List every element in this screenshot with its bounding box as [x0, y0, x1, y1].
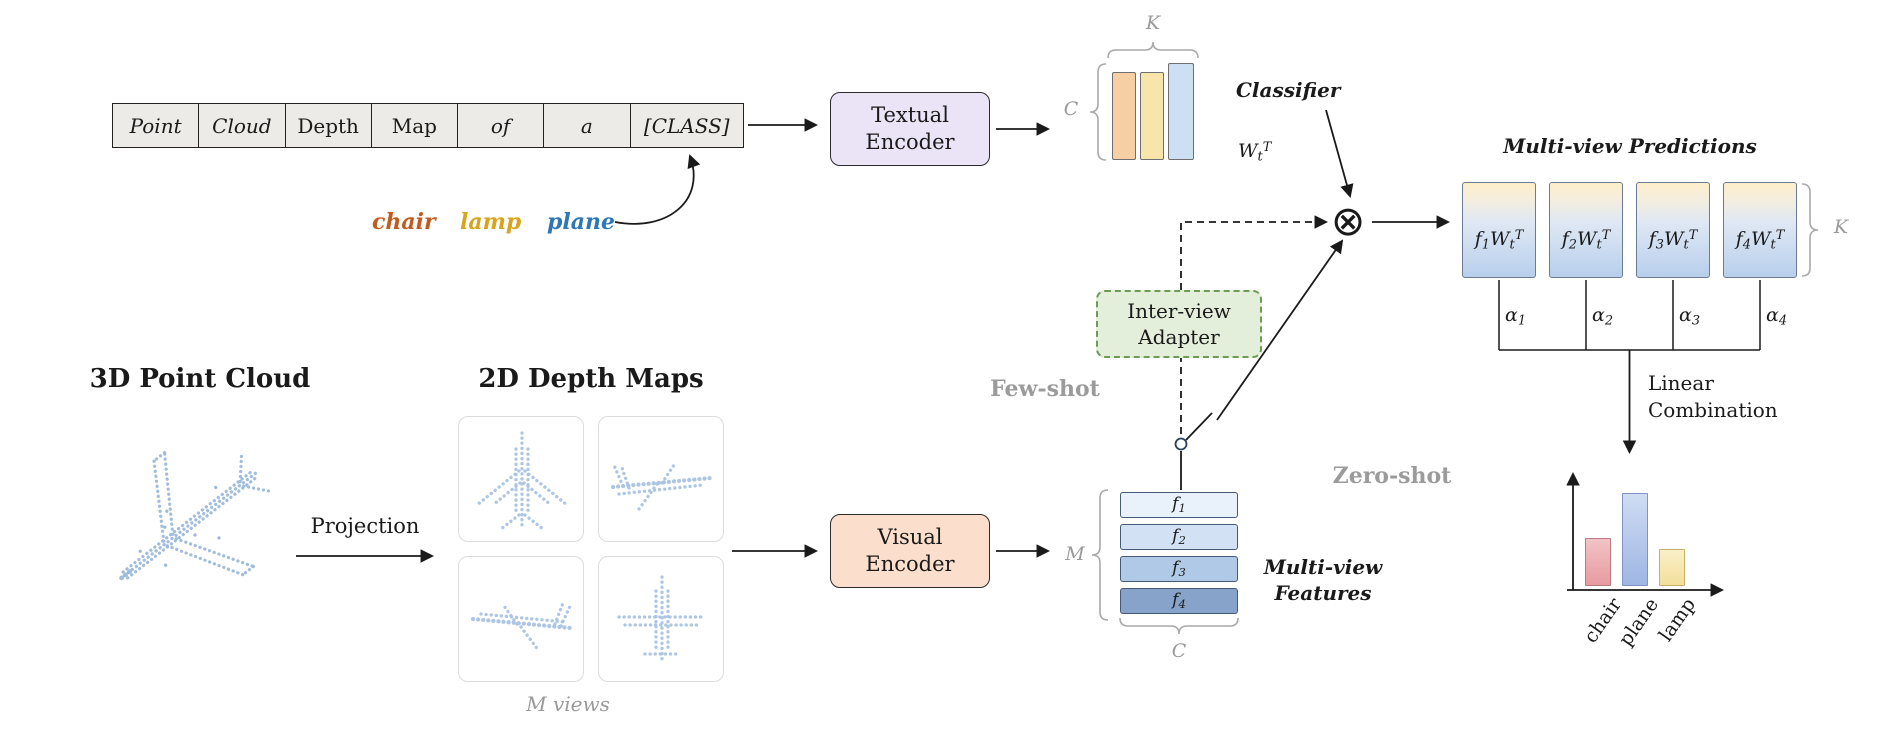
- prompt-cell: Cloud: [198, 104, 284, 147]
- classifier-column-blue: [1168, 63, 1194, 160]
- arrow-class-to-prompt: [614, 154, 701, 225]
- pointcloud-title: 3D Point Cloud: [89, 364, 311, 394]
- arrow-classifier-to-otimes: [1325, 109, 1354, 198]
- depthmaps-title: 2D Depth Maps: [478, 364, 704, 394]
- dim-c-label: C: [1063, 98, 1079, 120]
- projection-label: Projection: [310, 514, 420, 538]
- textual-encoder-box: Textual Encoder: [830, 92, 990, 166]
- depth-map-sketch-top-view: [475, 431, 569, 531]
- prediction-box-4: f4WtT: [1723, 182, 1797, 278]
- prediction-label: f1WtT: [1474, 227, 1524, 253]
- depth-map-tile-1: [458, 416, 584, 542]
- prediction-box-1: f1WtT: [1462, 182, 1536, 278]
- brace-c-left: [1089, 63, 1107, 161]
- prediction-label: f4WtT: [1735, 227, 1785, 253]
- arrow-zeroshot-to-otimes: [1216, 239, 1344, 421]
- prediction-label: f2WtT: [1561, 227, 1611, 253]
- dim-m-label: M: [1065, 543, 1085, 565]
- linear-combination-label: Linear Combination: [1648, 371, 1778, 422]
- prediction-ticks: [1498, 280, 1761, 351]
- depth-map-sketch-side-left: [470, 601, 574, 653]
- pointcloud-image: [116, 451, 274, 583]
- m-views-caption: M views: [526, 692, 610, 716]
- brace-m-left: [1091, 489, 1109, 621]
- chart-bar-lamp: [1659, 549, 1685, 586]
- alpha-2-label: α2: [1592, 304, 1614, 329]
- dim-k-right-label: K: [1833, 216, 1849, 238]
- chart-bar-plane: [1622, 493, 1648, 586]
- feature-bar-4: f4: [1120, 588, 1238, 614]
- dim-c-bottom-label: C: [1171, 640, 1187, 662]
- prompt-cell: of: [457, 104, 543, 147]
- multiview-predictions-title: Multi-view Predictions: [1503, 134, 1757, 158]
- brace-k-right: [1801, 183, 1819, 277]
- prediction-label: f3WtT: [1648, 227, 1698, 253]
- switch-blade: [1185, 412, 1213, 441]
- prompt-cell: Map: [370, 104, 457, 147]
- depth-map-tile-4: [598, 556, 724, 682]
- multiply-operator-icon: ⊗: [1331, 197, 1366, 245]
- prompt-cell: Depth: [284, 104, 371, 147]
- feature-label: f4: [1172, 590, 1186, 612]
- prompt-cell: a: [543, 104, 629, 147]
- prediction-box-2: f2WtT: [1549, 182, 1623, 278]
- depth-map-sketch-front-view: [617, 575, 707, 663]
- inter-view-adapter-box: Inter-view Adapter: [1096, 290, 1262, 358]
- prompt-template-table: Point Cloud Depth Map of a [CLASS]: [112, 103, 744, 148]
- class-word-lamp: lamp: [460, 209, 522, 235]
- feature-label: f3: [1172, 558, 1186, 580]
- classifier-column-orange: [1112, 72, 1136, 160]
- alpha-3-label: α3: [1679, 304, 1701, 329]
- prediction-box-3: f3WtT: [1636, 182, 1710, 278]
- braces: [1089, 41, 1819, 635]
- zero-shot-label: Zero-shot: [1332, 463, 1452, 489]
- classifier-weight-label: WtT: [1238, 140, 1272, 165]
- classifier-label: Classifier: [1236, 78, 1341, 102]
- brace-k-top: [1107, 41, 1199, 59]
- classifier-column-yellow: [1140, 72, 1164, 160]
- prompt-cell: Point: [129, 113, 182, 138]
- feature-bar-1: f1: [1120, 492, 1238, 518]
- feature-bar-2: f2: [1120, 524, 1238, 550]
- chart-bar-chair: [1585, 538, 1611, 586]
- prompt-cell-class: [CLASS]: [629, 104, 744, 147]
- alpha-4-label: α4: [1766, 304, 1788, 329]
- few-shot-label: Few-shot: [990, 376, 1100, 402]
- feature-label: f2: [1172, 526, 1186, 548]
- depth-map-tile-2: [598, 416, 724, 542]
- brace-c-bottom: [1119, 617, 1239, 635]
- multiview-features-label: Multi-view Features: [1263, 555, 1383, 605]
- class-word-plane: plane: [547, 209, 615, 235]
- feature-label: f1: [1172, 494, 1186, 516]
- switch-node-icon: [1174, 437, 1188, 451]
- feature-bar-3: f3: [1120, 556, 1238, 582]
- class-word-chair: chair: [372, 209, 436, 235]
- depth-map-sketch-side-right: [610, 461, 714, 511]
- dim-k-label: K: [1145, 12, 1161, 34]
- visual-encoder-box: Visual Encoder: [830, 514, 990, 588]
- result-bar-chart: [1573, 468, 1723, 588]
- alpha-1-label: α1: [1505, 304, 1527, 329]
- depth-map-tile-3: [458, 556, 584, 682]
